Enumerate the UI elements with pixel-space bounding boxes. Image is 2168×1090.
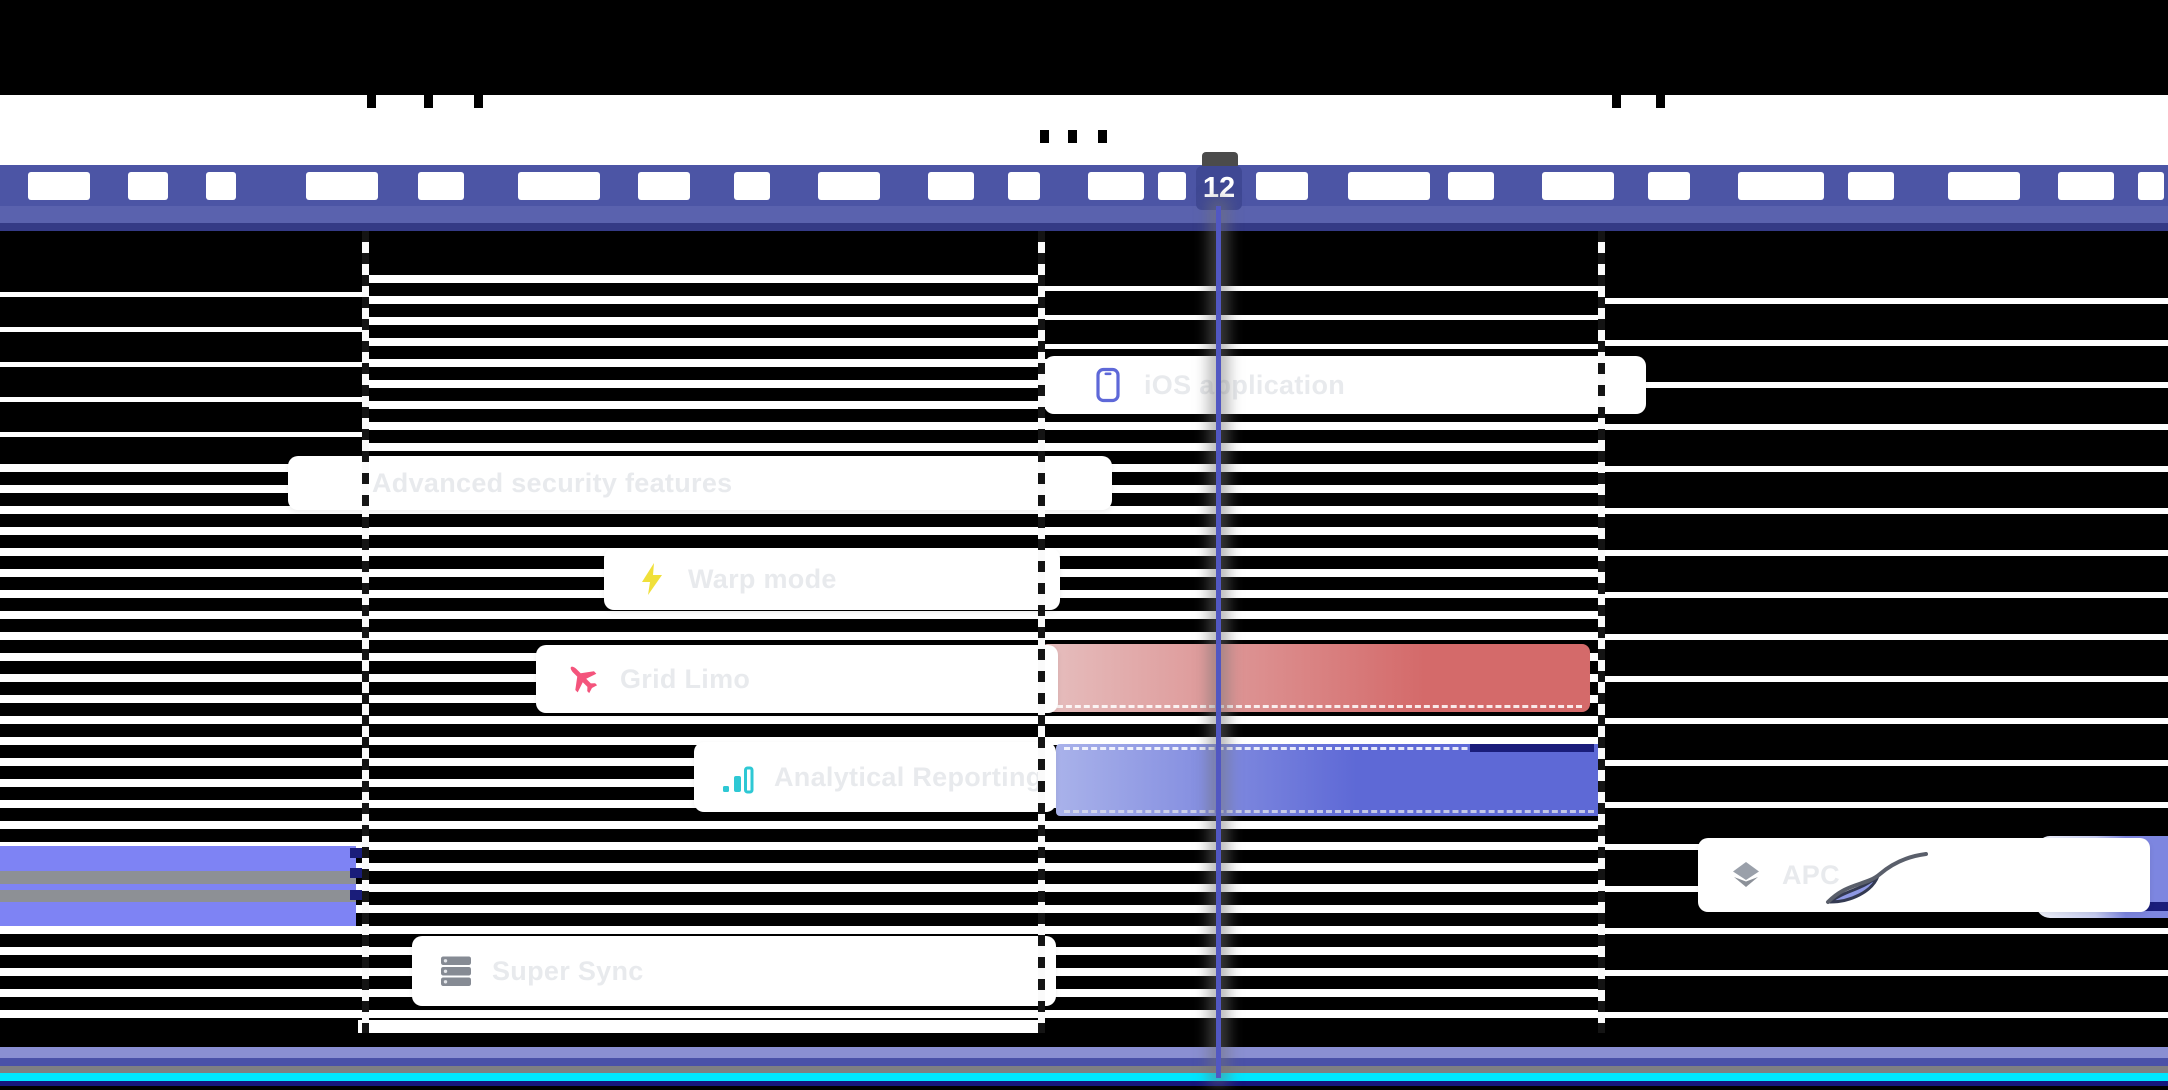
bar-chart-icon — [720, 759, 756, 795]
glitch-bar — [350, 890, 362, 900]
day-number-block — [418, 172, 464, 200]
day-number-block — [1738, 172, 1824, 200]
bar-selection-dashes — [1064, 747, 1594, 750]
task-label: APC — [1782, 859, 1840, 890]
glitch-bar — [0, 871, 356, 884]
glitch-bar — [0, 231, 2168, 262]
task-card-analytical-reporting[interactable]: Analytical Reporting — [694, 742, 1056, 812]
today-day-label: 12 — [1202, 171, 1236, 204]
month-label-fragment — [424, 95, 433, 108]
glitch-bar — [0, 1073, 2168, 1081]
today-marker[interactable]: 12 — [1196, 166, 1242, 210]
task-label: Warp mode — [688, 563, 837, 594]
bar-selection-dashes — [1064, 810, 1594, 813]
month-label-fragment — [1040, 130, 1049, 143]
glitch-bar — [0, 890, 356, 902]
day-number-block — [1158, 172, 1186, 200]
day-number-block — [28, 172, 90, 200]
month-label-fragment — [1612, 95, 1621, 108]
task-bar-grid-limo[interactable] — [1040, 644, 1590, 712]
task-label: Grid Limo — [620, 663, 751, 694]
glitch-bar — [0, 1047, 2168, 1058]
glitch-bar — [1470, 744, 1594, 752]
bar-selection-dashes — [1048, 705, 1582, 708]
day-number-block — [206, 172, 236, 200]
month-label-fragment — [1098, 130, 1107, 143]
day-number-block — [928, 172, 974, 200]
task-label: Analytical Reporting — [774, 761, 1043, 792]
day-number-block — [1448, 172, 1494, 200]
day-number-block — [734, 172, 770, 200]
column-gridline — [362, 231, 369, 1033]
day-number-block — [2058, 172, 2114, 200]
column-gridline — [1598, 231, 1605, 1033]
glitch-stripe-field — [0, 262, 364, 452]
day-number-block — [1648, 172, 1690, 200]
month-label-fragment — [1656, 95, 1665, 108]
header-divider — [0, 223, 2168, 231]
task-label: iOS application — [1144, 369, 1346, 400]
today-marker-tab — [1202, 152, 1238, 166]
lightning-icon — [634, 561, 670, 597]
day-number-block — [1542, 172, 1614, 200]
day-number-block — [1008, 172, 1040, 200]
canvas-gap — [358, 1020, 1038, 1033]
layers-icon — [1728, 857, 1764, 893]
day-number-block — [818, 172, 880, 200]
day-number-block — [518, 172, 600, 200]
today-line — [1216, 206, 1221, 1078]
server-icon — [438, 953, 474, 989]
task-label: Super Sync — [492, 955, 644, 986]
task-bar-apc-left[interactable] — [0, 846, 356, 926]
glitch-bar — [0, 1020, 2168, 1047]
glitch-bar — [0, 0, 2168, 95]
smartphone-icon — [1090, 367, 1126, 403]
glitch-bar — [350, 868, 362, 878]
month-labels-strip — [0, 95, 2168, 165]
task-card-warp-mode[interactable]: Warp mode — [604, 548, 1060, 610]
plane-icon — [564, 660, 602, 698]
month-label-fragment — [367, 95, 376, 108]
task-card-super-sync[interactable]: Super Sync — [412, 936, 1056, 1006]
task-card-apc[interactable]: APC — [1698, 838, 2150, 912]
month-label-fragment — [474, 95, 483, 108]
glitch-bar — [0, 1081, 2168, 1086]
task-card-advanced-security[interactable]: Advanced security features — [288, 456, 1112, 510]
day-number-block — [1848, 172, 1894, 200]
day-number-block — [128, 172, 168, 200]
pen-scribble[interactable] — [1822, 846, 1934, 915]
task-card-grid-limo[interactable]: Grid Limo — [536, 645, 1058, 713]
day-number-block — [1348, 172, 1430, 200]
day-number-block — [638, 172, 690, 200]
month-label-fragment — [1068, 130, 1077, 143]
glitch-stripe-field — [1038, 262, 1600, 354]
day-number-block — [2138, 172, 2164, 200]
glitch-bar — [0, 1066, 2168, 1073]
day-number-block — [1948, 172, 2020, 200]
task-label: Advanced security features — [372, 467, 733, 498]
day-number-block — [1088, 172, 1144, 200]
timeline-subheader — [0, 206, 2168, 223]
day-number-block — [1256, 172, 1308, 200]
column-gridline — [1038, 231, 1045, 1033]
glitch-bar — [0, 1086, 2168, 1090]
task-card-ios-application[interactable]: iOS application — [1044, 356, 1646, 414]
glitch-bar — [350, 848, 362, 858]
glitch-bar — [0, 1058, 2168, 1066]
task-bar-analytical-reporting[interactable] — [1056, 744, 1602, 816]
day-number-block — [306, 172, 378, 200]
